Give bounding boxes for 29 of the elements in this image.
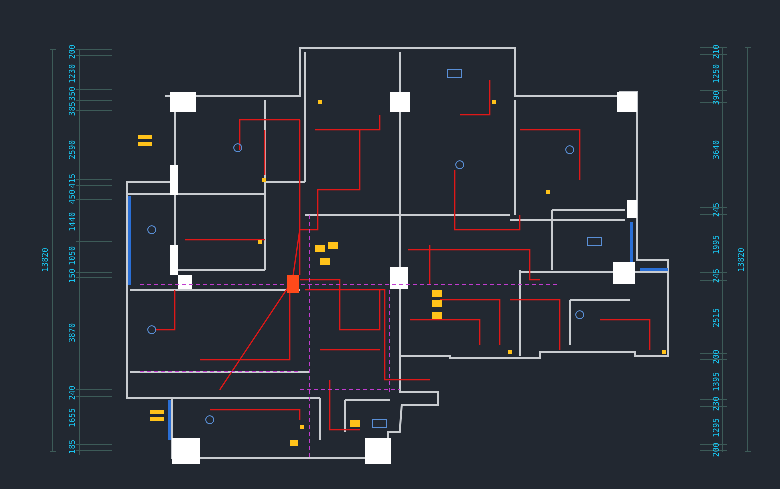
dimension-text: 245 [713,268,721,284]
dimension-text: 2590 [69,140,77,160]
dimension-text: 150 [69,268,77,284]
dimension-text: 13820 [42,248,50,272]
dimension-text: 385 [69,102,77,116]
dimension-text: 200 [713,350,721,364]
dimension-text: 415 [69,174,77,188]
dimension-text: 390 [713,90,721,106]
dimension-text: 230 [713,396,721,412]
dimension-text: 450 [69,190,77,204]
dimension-text: 1050 [69,246,77,266]
dimension-text: 3870 [69,323,77,343]
dimension-text: 1250 [713,64,721,84]
dimension-text: 240 [69,386,77,400]
dimension-text: 2515 [713,308,721,328]
dimension-text: 1295 [713,418,721,438]
dimension-text: 1655 [69,408,77,428]
dimension-text: 210 [713,44,721,60]
dimension-text: 350 [69,86,77,102]
dimension-text: 13820 [738,248,746,272]
dimension-text: 185 [69,440,77,454]
dimension-text: 1230 [69,64,77,84]
dimension-text: 200 [69,44,77,60]
dimension-text: 245 [713,202,721,218]
dimension-text: 1440 [69,212,77,232]
dimension-text: 200 [713,442,721,458]
dimension-text: 1995 [713,235,721,255]
dimension-text: 3640 [713,140,721,160]
dimension-text: 1395 [713,372,721,392]
